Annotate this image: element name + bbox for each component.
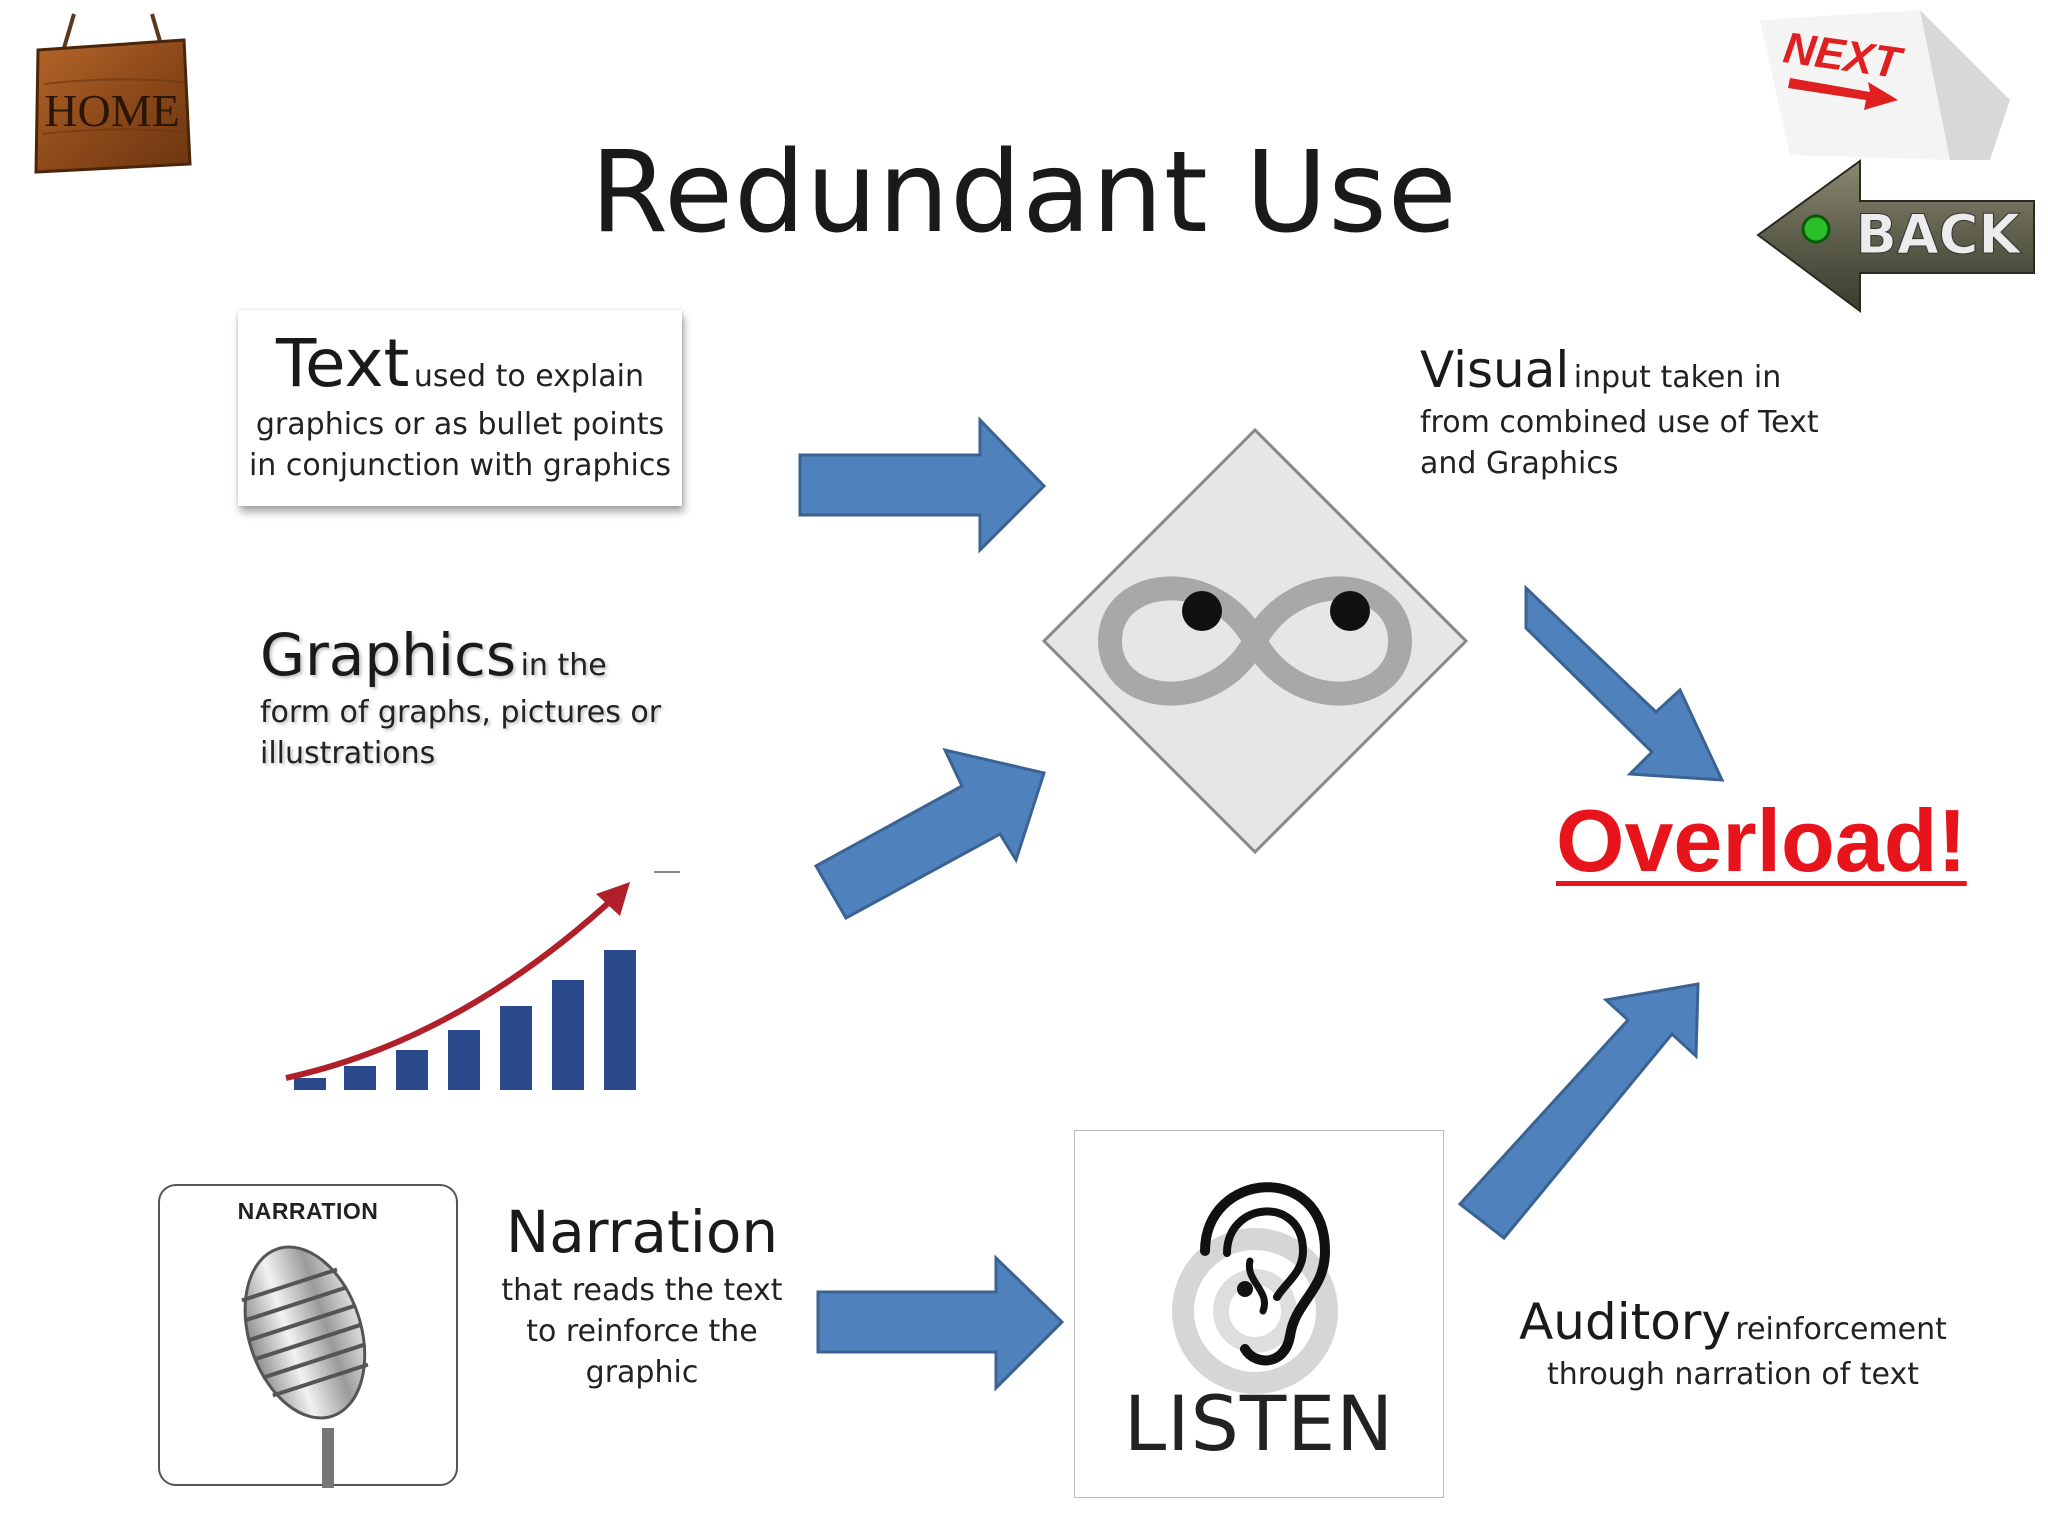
graphics-line-1: form of graphs, pictures or (260, 695, 662, 730)
narration-line-1: that reads the text (501, 1273, 783, 1308)
auditory-label: Auditory reinforcement through narration… (1508, 1290, 1958, 1395)
listen-label: LISTEN (1123, 1379, 1395, 1468)
back-arrow-icon: BACK (1756, 159, 2035, 313)
next-button[interactable]: NEXT (1760, 10, 2010, 160)
home-button[interactable]: HOME (34, 13, 194, 174)
home-sign-icon: HOME (34, 13, 192, 174)
visual-label: Visual input taken in from combined use … (1420, 338, 1860, 484)
text-inline: used to explain (413, 359, 645, 394)
narration-heading: Narration (505, 1198, 779, 1266)
arrow-text-to-visual (798, 416, 1047, 554)
narration-line-2: to reinforce the (526, 1314, 758, 1349)
auditory-line-1: through narration of text (1547, 1357, 1919, 1392)
text-line-2: in conjunction with graphics (248, 448, 672, 483)
narration-card-title: NARRATION (237, 1198, 379, 1224)
growth-chart-icon (285, 871, 680, 1090)
visual-eyes-diamond-icon (1041, 427, 1469, 855)
overload-label: Overload! (1556, 791, 1967, 890)
ear-icon (1172, 1182, 1338, 1394)
text-line-1: graphics or as bullet points (255, 407, 665, 442)
auditory-inline: reinforcement (1735, 1312, 1947, 1347)
narration-card: NARRATION (158, 1184, 458, 1488)
auditory-heading: Auditory (1519, 1293, 1731, 1351)
listen-card: LISTEN (1074, 1130, 1444, 1498)
microphone-icon (241, 1245, 369, 1488)
back-button[interactable]: BACK (1750, 155, 2040, 315)
graphics-inline: in the (520, 648, 607, 683)
text-heading: Text (275, 325, 410, 402)
back-label: BACK (1856, 203, 2023, 266)
home-label: HOME (44, 85, 179, 136)
graphics-line-2: illustrations (260, 736, 436, 771)
narration-label: Narration that reads the text to reinfor… (492, 1194, 792, 1393)
graphics-label: Graphics in the form of graphs, pictures… (260, 618, 680, 774)
page-title: Redundant Use (590, 128, 1458, 258)
visual-inline: input taken in (1573, 360, 1782, 395)
narration-line-3: graphic (585, 1355, 699, 1390)
arrow-visual-to-overload (1524, 584, 1725, 782)
arrow-narration-to-listen (816, 1254, 1065, 1392)
arrow-listen-to-overload (1457, 982, 1700, 1241)
graphics-heading: Graphics (260, 621, 517, 689)
arrow-graphics-to-visual (813, 747, 1046, 921)
next-sign-icon: NEXT (1760, 10, 2010, 160)
visual-line-1: from combined use of Text (1420, 405, 1819, 440)
visual-line-2: and Graphics (1420, 446, 1619, 481)
visual-heading: Visual (1420, 341, 1570, 399)
text-callout-box: Text used to explain graphics or as bull… (238, 310, 682, 506)
